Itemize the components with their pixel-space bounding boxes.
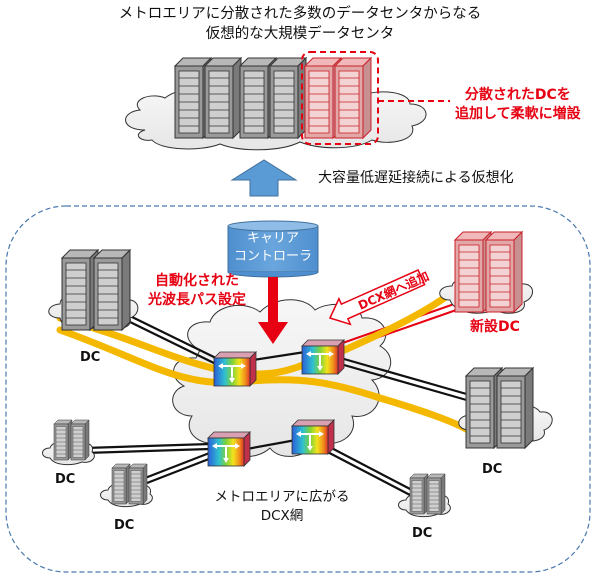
dc-label-small-left: DC	[55, 472, 76, 487]
dc-left-top	[48, 249, 139, 331]
dcx-network-label-line-2: DCX網	[260, 508, 304, 524]
auto-path-note: 自動化された 光波長パス設定	[148, 272, 246, 310]
virtualization-label: 大容量低遅延接続による仮想化	[318, 170, 514, 186]
controller-label-line-2: コントローラ	[233, 249, 312, 264]
scale-out-note: 分散されたDCを 追加して柔軟に増設	[455, 86, 581, 124]
dc-new	[439, 231, 533, 314]
dcx-network-label-line-1: メトロエリアに広がる	[214, 489, 350, 505]
carrier-controller	[227, 220, 319, 278]
scale-out-note-line-1: 分散されたDCを	[464, 87, 571, 103]
dc-small-left	[42, 419, 95, 466]
title-line-2: 仮想的な大規模データセンタ	[205, 26, 395, 42]
dc-label-small-right: DC	[412, 526, 433, 541]
dc-label-small-left2: DC	[114, 518, 135, 533]
scale-out-note-line-2: 追加して柔軟に増設	[455, 106, 581, 122]
added-dc-highlight	[301, 51, 379, 145]
wavelength-paths	[56, 286, 472, 434]
dc-label-left-top: DC	[80, 350, 101, 365]
title-line-1: メトロエリアに分散された多数のデータセンタからなる	[118, 6, 482, 22]
controller-label-line-1: キャリア	[246, 231, 299, 246]
virtualization-arrow	[230, 159, 298, 197]
dc-right-mid	[458, 367, 553, 449]
diagram-title: メトロエリアに分散された多数のデータセンタからなる 仮想的な大規模データセンタ	[0, 4, 600, 44]
dc-small-left2	[100, 463, 153, 508]
dcx-network-label: メトロエリアに広がる DCX網	[212, 488, 352, 526]
auto-path-note-line-1: 自動化された	[155, 273, 239, 289]
metro-area-boundary	[5, 205, 591, 573]
new-dc-label: 新設DC	[470, 319, 520, 335]
auto-path-note-line-2: 光波長パス設定	[148, 292, 246, 308]
controller-label: キャリア コントローラ	[228, 230, 318, 266]
add-to-dcx-arrow	[328, 269, 426, 326]
dc-label-right-mid: DC	[482, 462, 503, 477]
control-arrow	[258, 277, 288, 344]
top-servers	[174, 57, 372, 139]
dc-small-right	[398, 473, 451, 518]
